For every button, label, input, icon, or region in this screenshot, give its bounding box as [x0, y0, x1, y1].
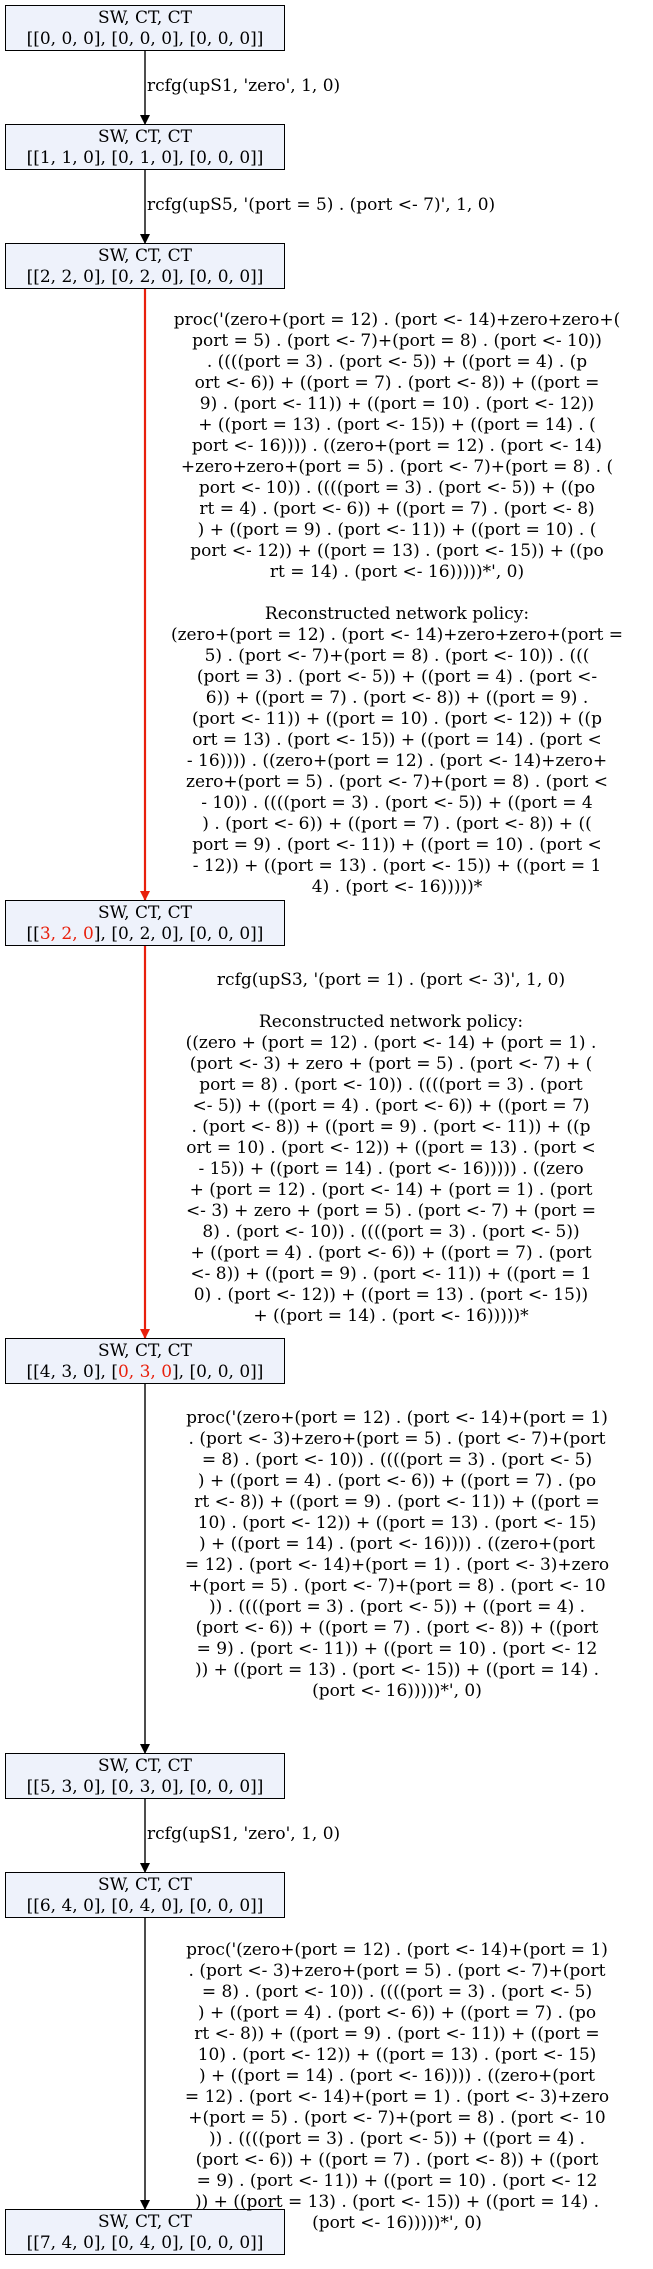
node-state-matrix: [[1, 1, 0], [0, 1, 0], [0, 0, 0]] [26, 148, 264, 168]
edge-label-4: proc('(zero+(port = 12) . (port <- 14)+(… [184, 1408, 610, 1701]
matrix-suffix: ], [0, 2, 0], [0, 0, 0]] [93, 924, 264, 944]
node-state-matrix: [[5, 3, 0], [0, 3, 0], [0, 0, 0]] [26, 1777, 264, 1797]
edge-label-3: rcfg(upS3, '(port = 1) . (port <- 3)', 1… [185, 970, 597, 1326]
node-type-label: SW, CT, CT [98, 127, 192, 147]
node-type-label: SW, CT, CT [98, 246, 192, 266]
node-state-matrix: [[0, 0, 0], [0, 0, 0], [0, 0, 0]] [26, 29, 264, 49]
node-type-label: SW, CT, CT [98, 8, 192, 28]
edge-label-6: proc('(zero+(port = 12) . (port <- 14)+(… [184, 1940, 610, 2233]
state-node-3: SW, CT, CT [[3, 2, 0], [0, 2, 0], [0, 0,… [5, 900, 285, 946]
state-node-1: SW, CT, CT [[1, 1, 0], [0, 1, 0], [0, 0,… [5, 124, 285, 170]
node-state-matrix: [[7, 4, 0], [0, 4, 0], [0, 0, 0]] [26, 2233, 264, 2253]
edge-label-0: rcfg(upS1, 'zero', 1, 0) [147, 76, 341, 96]
node-type-label: SW, CT, CT [98, 1341, 192, 1361]
node-type-label: SW, CT, CT [98, 1756, 192, 1776]
edge-label-5: rcfg(upS1, 'zero', 1, 0) [147, 1824, 341, 1844]
state-node-6: SW, CT, CT [[6, 4, 0], [0, 4, 0], [0, 0,… [5, 1872, 285, 1918]
matrix-suffix: ], [0, 0, 0]] [172, 1362, 264, 1382]
state-node-7: SW, CT, CT [[7, 4, 0], [0, 4, 0], [0, 0,… [5, 2209, 285, 2255]
node-state-matrix: [[3, 2, 0], [0, 2, 0], [0, 0, 0]] [6, 924, 284, 945]
matrix-changed-row: 0, 3, 0 [117, 1362, 173, 1382]
node-state-matrix: [[2, 2, 0], [0, 2, 0], [0, 0, 0]] [26, 267, 264, 287]
state-node-4: SW, CT, CT [[4, 3, 0], [0, 3, 0], [0, 0,… [5, 1338, 285, 1384]
node-state-matrix: [[6, 4, 0], [0, 4, 0], [0, 0, 0]] [26, 1896, 264, 1916]
state-node-5: SW, CT, CT [[5, 3, 0], [0, 3, 0], [0, 0,… [5, 1753, 285, 1799]
state-node-0: SW, CT, CT [[0, 0, 0], [0, 0, 0], [0, 0,… [5, 5, 285, 51]
matrix-prefix: [[4, 3, 0], [ [26, 1362, 118, 1382]
node-type-label: SW, CT, CT [98, 1875, 192, 1895]
state-node-2: SW, CT, CT [[2, 2, 0], [0, 2, 0], [0, 0,… [5, 243, 285, 289]
matrix-changed-row: 3, 2, 0 [39, 924, 94, 944]
edge-label-2: proc('(zero+(port = 12) . (port <- 14)+z… [170, 310, 624, 897]
matrix-prefix: [[ [26, 924, 40, 944]
node-type-label: SW, CT, CT [98, 903, 192, 923]
node-state-matrix: [[4, 3, 0], [0, 3, 0], [0, 0, 0]] [6, 1362, 284, 1383]
node-type-label: SW, CT, CT [98, 2212, 192, 2232]
edge-label-1: rcfg(upS5, '(port = 5) . (port <- 7)', 1… [147, 195, 496, 215]
